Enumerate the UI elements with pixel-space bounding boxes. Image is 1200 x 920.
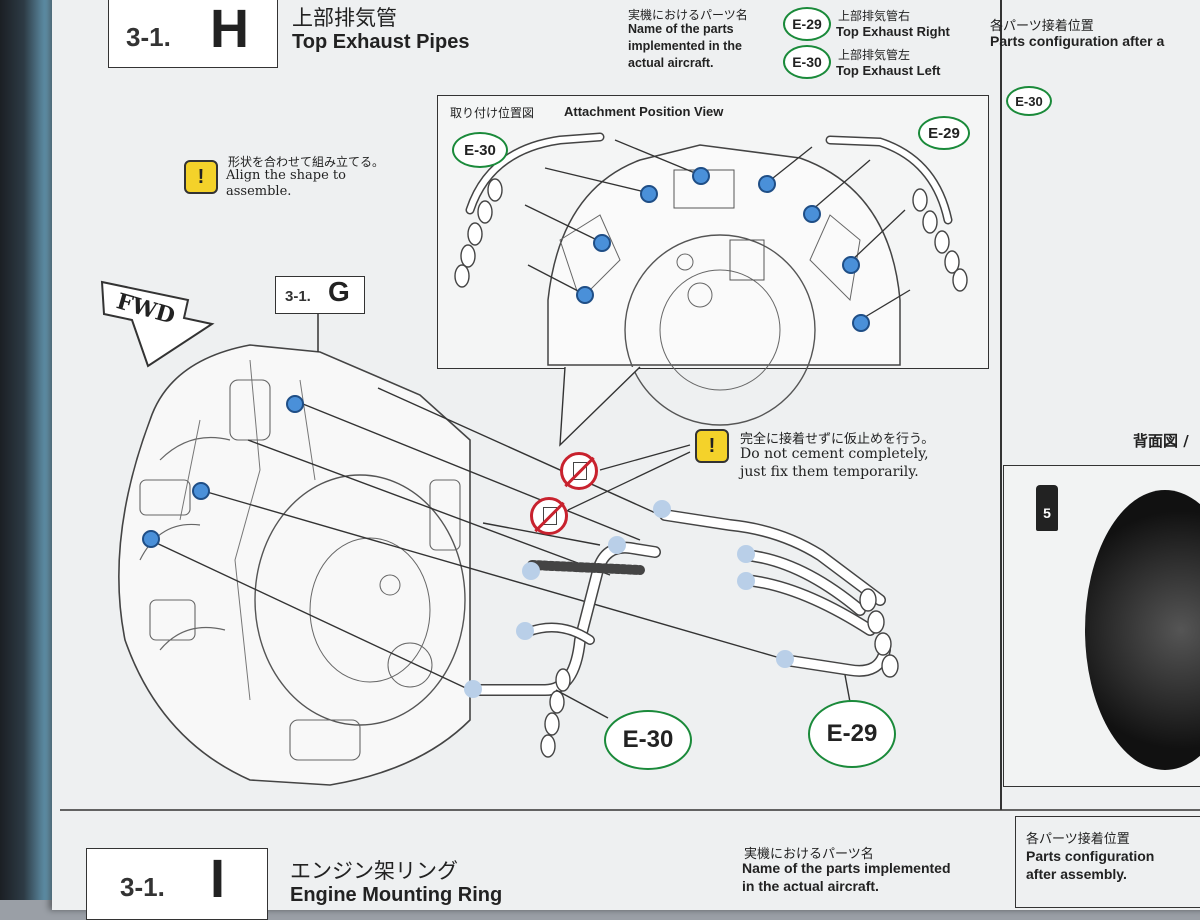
part-code-e29-legend: E-29: [783, 7, 831, 41]
attach-point: [608, 536, 626, 554]
part-code-e30-main: E-30: [604, 710, 692, 770]
step-i-title-jp: エンジン架リング: [290, 859, 458, 883]
attachment-view-title-jp: 取り付け位置図: [450, 106, 535, 120]
step-number: 3-1.: [126, 22, 171, 52]
step-i-config-jp: 各パーツ接着位置: [1026, 832, 1130, 847]
binder-edge: [0, 0, 60, 900]
ref-step-box: [275, 276, 365, 314]
note-align-en1: Align the shape to: [226, 168, 346, 183]
attach-point: [593, 234, 611, 252]
step-title-en: Top Exhaust Pipes: [292, 31, 470, 53]
part-code-e30-inset: E-30: [452, 132, 508, 168]
exclamation-icon: !: [184, 160, 218, 194]
attach-point: [776, 650, 794, 668]
part-e30-jp: 上部排気管左: [838, 48, 911, 62]
attach-point: [852, 314, 870, 332]
exclamation-icon: !: [695, 429, 729, 463]
attach-point: [803, 205, 821, 223]
attach-point: [522, 562, 540, 580]
step-i-config-frame: [1015, 816, 1200, 908]
right-panel-title-jp: 各パーツ接着位置: [990, 19, 1094, 34]
step-box-h: [108, 0, 278, 68]
note-align-jp: 形状を合わせて組み立てる。: [228, 155, 385, 169]
attach-point: [653, 500, 671, 518]
attach-point: [640, 185, 658, 203]
attach-point: [758, 175, 776, 193]
note-temp-en1: Do not cement completely,: [740, 446, 929, 462]
part-code-e30-right: E-30: [1006, 86, 1052, 116]
paint-number: 5: [1043, 505, 1051, 521]
part-code-e30-legend: E-30: [783, 45, 831, 79]
attach-point: [516, 622, 534, 640]
ref-step-number: 3-1.: [285, 288, 311, 305]
step-i-number: 3-1.: [120, 872, 165, 902]
attach-point: [286, 395, 304, 413]
note-temp-en2: just fix them temporarily.: [740, 464, 919, 480]
step-i-letter: I: [210, 849, 226, 909]
attachment-view-title-en: Attachment Position View: [564, 104, 724, 119]
attach-point: [842, 256, 860, 274]
step-i-parts-en1: Name of the parts implemented: [742, 860, 951, 876]
attach-point: [692, 167, 710, 185]
attach-point: [576, 286, 594, 304]
note-temp-jp: 完全に接着せずに仮止めを行う。: [740, 432, 935, 447]
main-engine-drawing: [60, 280, 1200, 811]
attach-point: [464, 680, 482, 698]
attach-point: [192, 482, 210, 500]
step-box-i: [86, 848, 268, 920]
right-divider-vertical: [1000, 0, 1002, 810]
step-i-parts-en2: in the actual aircraft.: [742, 878, 879, 894]
step-i-config-en1: Parts configuration: [1026, 848, 1155, 864]
step-i-parts-jp: 実機におけるパーツ名: [744, 847, 874, 862]
part-code-e29-main: E-29: [808, 700, 896, 768]
attach-point: [737, 572, 755, 590]
rear-view-label: 背面図 /: [1133, 432, 1189, 450]
right-panel-title-en: Parts configuration after a: [990, 33, 1165, 49]
part-e29-jp: 上部排気管右: [838, 9, 911, 23]
part-e29-en: Top Exhaust Right: [836, 24, 950, 39]
paint-bottle-icon: 5: [1036, 485, 1058, 531]
part-code-e29-inset: E-29: [918, 116, 970, 150]
ref-step-letter: G: [328, 276, 350, 307]
attach-point: [142, 530, 160, 548]
note-align-en2: assemble.: [226, 184, 292, 199]
no-glue-icon: [560, 452, 598, 490]
no-glue-icon: [530, 497, 568, 535]
attach-point: [737, 545, 755, 563]
step-i-title-en: Engine Mounting Ring: [290, 884, 503, 906]
step-title-jp: 上部排気管: [292, 6, 397, 30]
step-i-config-en2: after assembly.: [1026, 866, 1127, 882]
part-names-heading-jp: 実機におけるパーツ名: [628, 8, 748, 22]
part-e30-en: Top Exhaust Left: [836, 63, 941, 78]
part-names-heading-en: Name of the parts implemented in the act…: [628, 22, 742, 70]
step-letter: H: [210, 0, 249, 59]
inset-engine-drawing: [454, 132, 968, 447]
